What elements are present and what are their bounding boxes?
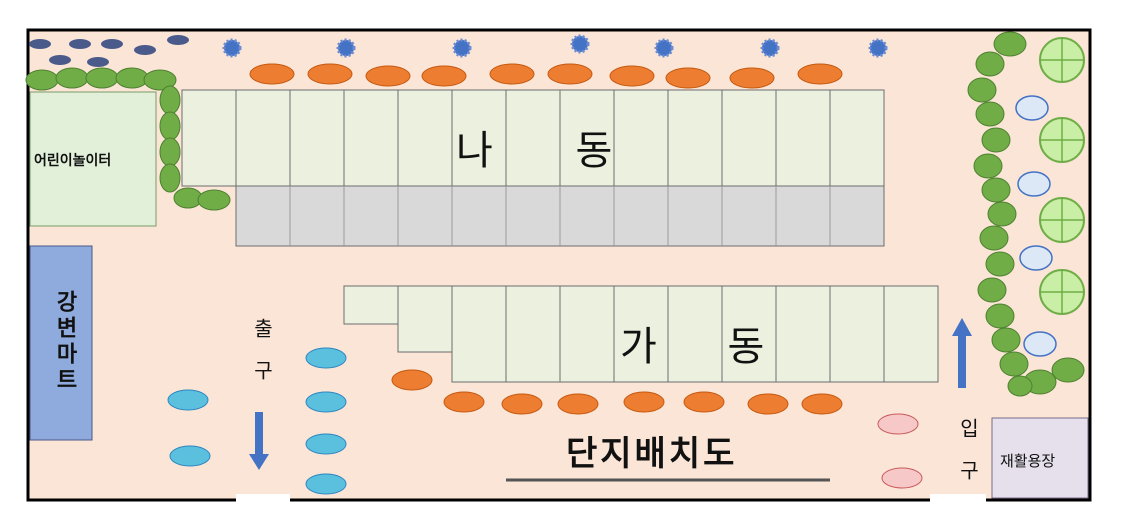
round-tree-cross (1040, 38, 1084, 314)
star-flower-group (222, 34, 888, 58)
entrance-label: 입구 (956, 418, 980, 502)
exit-arrow-icon (249, 412, 269, 470)
shrub-dark-group (29, 35, 189, 67)
mart-label: 강변마트 (52, 290, 77, 394)
hedge-right (967, 31, 1085, 397)
orange-shrubs-bottom (391, 369, 843, 415)
playground-area (29, 91, 157, 227)
recycling-label: 재활용장 (1000, 452, 1056, 470)
building-ga-label: 가 동 (620, 324, 765, 370)
page-title: 단지배치도 (566, 434, 738, 474)
recycling-area (991, 417, 1089, 499)
pink-shrubs (877, 413, 923, 489)
entrance-opening (930, 494, 986, 504)
blue-cloud-shrubs (1015, 95, 1057, 357)
hedge-top-left (25, 67, 231, 211)
entrance-arrow-icon (952, 318, 972, 388)
exit-label: 출구 (250, 318, 274, 402)
playground-label: 어린이놀이터 (34, 153, 112, 169)
mart-building (29, 245, 93, 441)
building-ga (343, 285, 939, 383)
building-na (181, 89, 885, 187)
orange-shrubs-top (249, 63, 843, 89)
cyan-shrubs (167, 347, 347, 495)
parking-lot (235, 185, 885, 247)
exit-opening (236, 494, 290, 504)
building-na-label: 나 동 (456, 128, 613, 174)
